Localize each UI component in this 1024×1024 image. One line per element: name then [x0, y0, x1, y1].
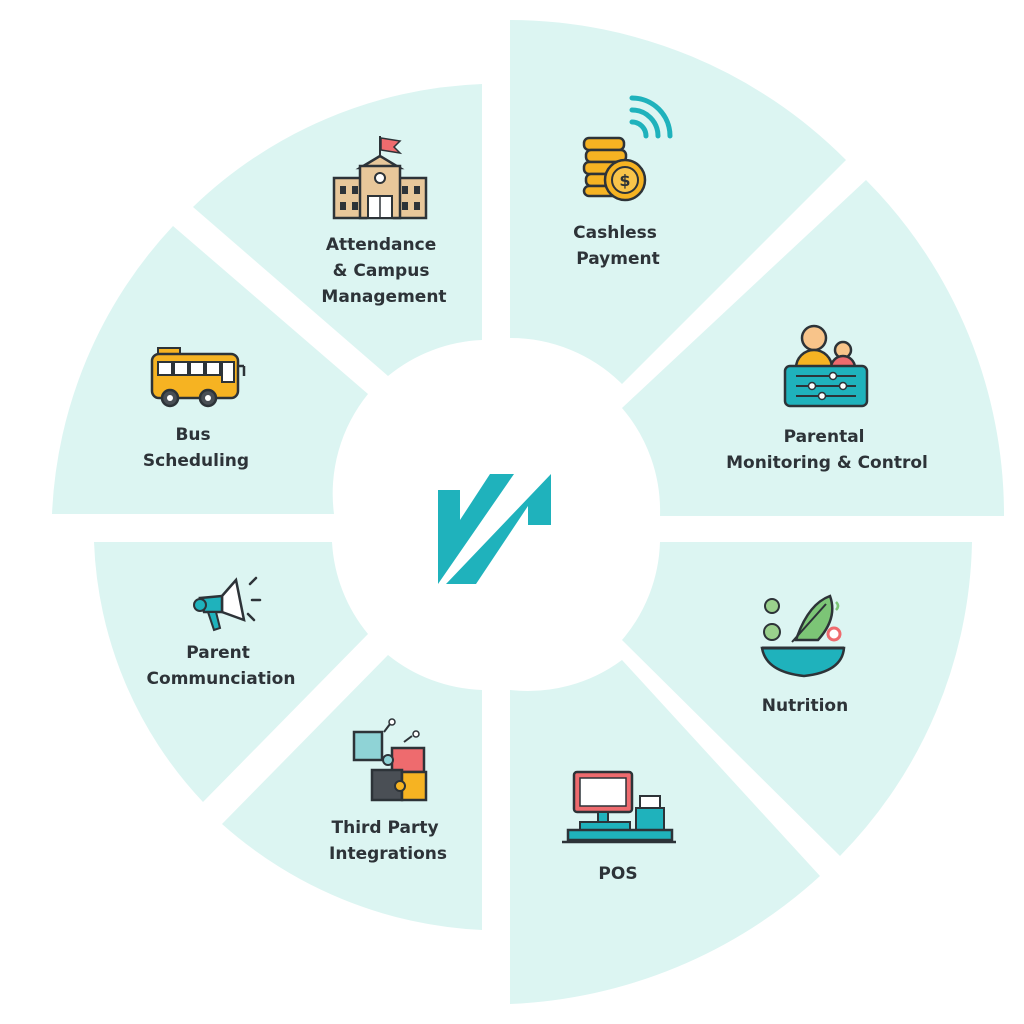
segment-labels: Cashless Payment Parental Monitoring & C…: [143, 223, 928, 884]
pos-terminal-icon: [562, 770, 676, 844]
label-pos: POS: [598, 864, 637, 884]
label-attendance-line1: Attendance: [326, 235, 436, 255]
salad-bowl-icon: [760, 594, 846, 678]
bus-icon: [150, 347, 246, 408]
label-third-party-line2: Integrations: [329, 844, 447, 864]
label-cashless-payment-line2: Payment: [576, 249, 660, 269]
svg-text:Attendance & Campus: Attendance & Campus Management: [321, 235, 446, 307]
label-parental-line2: Monitoring & Control: [726, 453, 928, 473]
label-parent-comm-line2: Communciation: [147, 669, 296, 689]
segment-cashless-payment: [510, 20, 846, 384]
svg-text:POS: POS: [598, 864, 637, 884]
puzzle-icon: [352, 718, 428, 802]
parent-dashboard-icon: [783, 324, 869, 408]
svg-text:Cashless Payment: Cashless Payment: [573, 223, 663, 269]
label-bus-line1: Bus: [175, 425, 210, 445]
coins-wifi-icon: $: [582, 95, 673, 202]
label-bus-line2: Scheduling: [143, 451, 249, 471]
label-attendance-line3: Management: [321, 287, 446, 307]
label-attendance-line2: & Campus: [333, 261, 430, 281]
brand-logo-icon: [438, 474, 551, 584]
megaphone-icon: [193, 576, 262, 632]
svg-text:Third Party Integrations: Third Party Integrations: [329, 818, 447, 864]
segment-nutrition: [622, 542, 972, 856]
label-nutrition: Nutrition: [762, 696, 848, 716]
label-parental-line1: Parental: [784, 427, 865, 447]
svg-text:Bus Scheduling: Bus Scheduling: [143, 425, 249, 471]
svg-text:$: $: [619, 171, 630, 190]
label-parent-comm-line1: Parent: [186, 643, 250, 663]
label-cashless-payment-line1: Cashless: [573, 223, 657, 243]
segments-layer: [52, 20, 1005, 1004]
school-building-icon: [332, 136, 428, 220]
label-third-party-line1: Third Party: [332, 818, 439, 838]
segment-third-party: [222, 655, 482, 930]
svg-text:Nutrition: Nutrition: [762, 696, 848, 716]
svg-text:Parent Communciation: Parent Communciation: [147, 643, 296, 689]
segment-attendance: [193, 84, 482, 376]
segment-parent-communication: [94, 542, 368, 802]
svg-text:Parental Monitoring & Co: Parental Monitoring & Control: [726, 427, 928, 473]
